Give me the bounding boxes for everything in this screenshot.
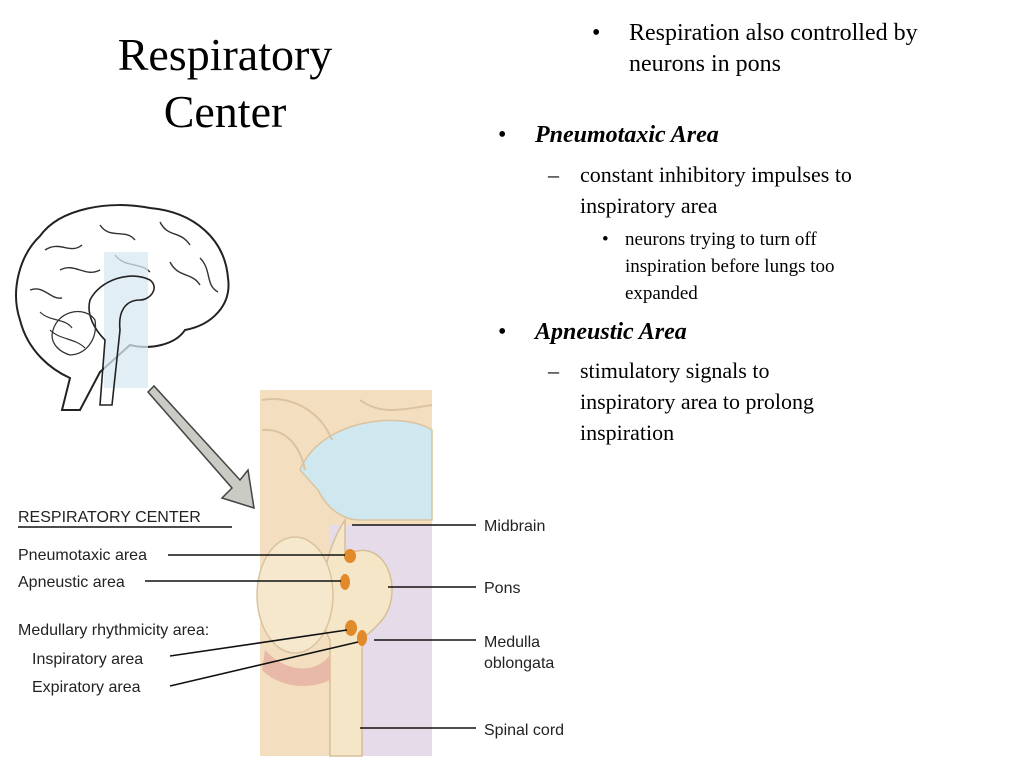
- diagram-header: RESPIRATORY CENTER: [18, 509, 201, 526]
- label-expiratory-area: Expiratory area: [32, 679, 141, 696]
- bullet-text: Apneustic Area: [535, 319, 687, 345]
- label-pneumotaxic-area: Pneumotaxic area: [18, 547, 147, 564]
- bullet-text: constant inhibitory impulses to inspirat…: [580, 162, 852, 218]
- bullet-text: Pneumotaxic Area: [535, 122, 719, 148]
- brainstem-illustration: [256, 390, 433, 757]
- bullet-text: Respiration also controlled by neurons i…: [629, 20, 918, 77]
- bullet-text: stimulatory signals to inspiratory area …: [580, 358, 814, 445]
- label-medullary-rhythmicity: Medullary rhythmicity area:: [18, 622, 209, 639]
- label-spinal-cord: Spinal cord: [484, 722, 564, 739]
- label-midbrain: Midbrain: [484, 518, 545, 535]
- highlight-region: [104, 252, 148, 388]
- inspiratory-nucleus: [345, 620, 357, 636]
- brain-overview-illustration: [15, 204, 230, 411]
- pneumotaxic-nucleus: [344, 549, 356, 563]
- dash-mark: –: [548, 358, 559, 383]
- apneustic-nucleus: [340, 574, 350, 590]
- slide-title: Respiratory Center: [117, 29, 333, 137]
- bullet-text: neurons trying to turn off inspiration b…: [625, 229, 835, 304]
- label-medulla-line2: oblongata: [484, 655, 554, 672]
- label-inspiratory-area: Inspiratory area: [32, 651, 143, 668]
- label-medulla-line1: Medulla: [484, 634, 540, 651]
- expiratory-nucleus: [357, 630, 367, 646]
- label-pons: Pons: [484, 580, 520, 597]
- cerebellum: [256, 536, 334, 654]
- bullet-dot: •: [498, 319, 507, 345]
- bullet-dot: •: [498, 122, 507, 148]
- bullet-dot: •: [602, 229, 609, 250]
- dash-mark: –: [548, 162, 559, 187]
- bullet-dot: •: [592, 20, 601, 46]
- label-apneustic-area: Apneustic area: [18, 574, 125, 591]
- leader-lines: [18, 524, 476, 729]
- zoom-arrow: [146, 384, 255, 510]
